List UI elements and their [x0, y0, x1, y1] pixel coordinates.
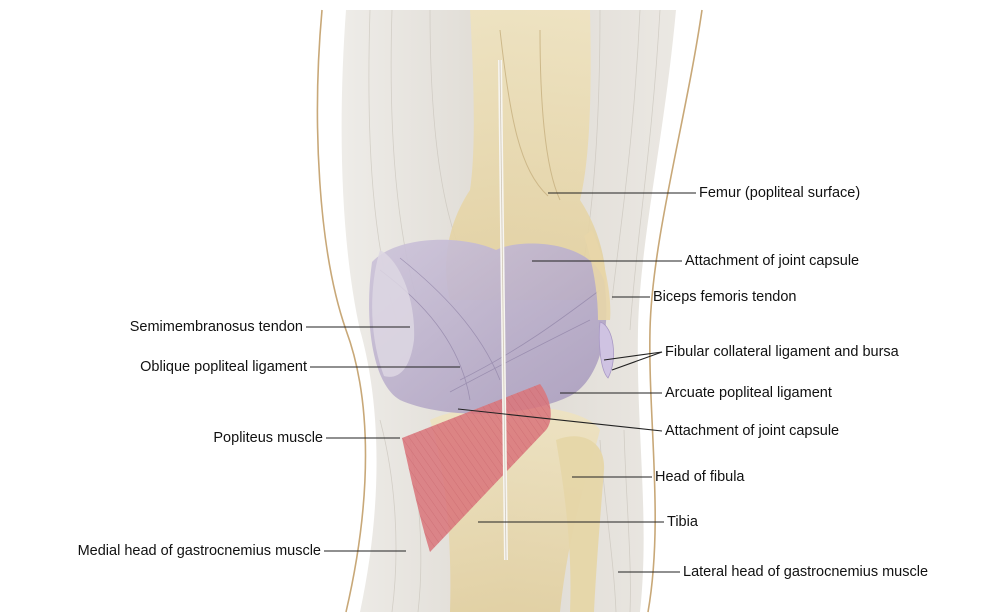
- label-femur: Femur (popliteal surface): [699, 184, 860, 202]
- label-fibular-collateral-ligament: Fibular collateral ligament and bursa: [665, 343, 899, 361]
- label-attachment-joint-capsule-upper: Attachment of joint capsule: [685, 252, 859, 270]
- label-biceps-femoris-tendon: Biceps femoris tendon: [653, 288, 796, 306]
- label-arcuate-popliteal-ligament: Arcuate popliteal ligament: [665, 384, 832, 402]
- label-medial-head-gastrocnemius: Medial head of gastrocnemius muscle: [78, 542, 321, 560]
- label-popliteus-muscle: Popliteus muscle: [213, 429, 323, 447]
- label-lateral-head-gastrocnemius: Lateral head of gastrocnemius muscle: [683, 563, 928, 581]
- label-tibia: Tibia: [667, 513, 698, 531]
- label-attachment-joint-capsule-lower: Attachment of joint capsule: [665, 422, 839, 440]
- label-semimembranosus-tendon: Semimembranosus tendon: [130, 318, 303, 336]
- label-oblique-popliteal-ligament: Oblique popliteal ligament: [140, 358, 307, 376]
- label-head-of-fibula: Head of fibula: [655, 468, 744, 486]
